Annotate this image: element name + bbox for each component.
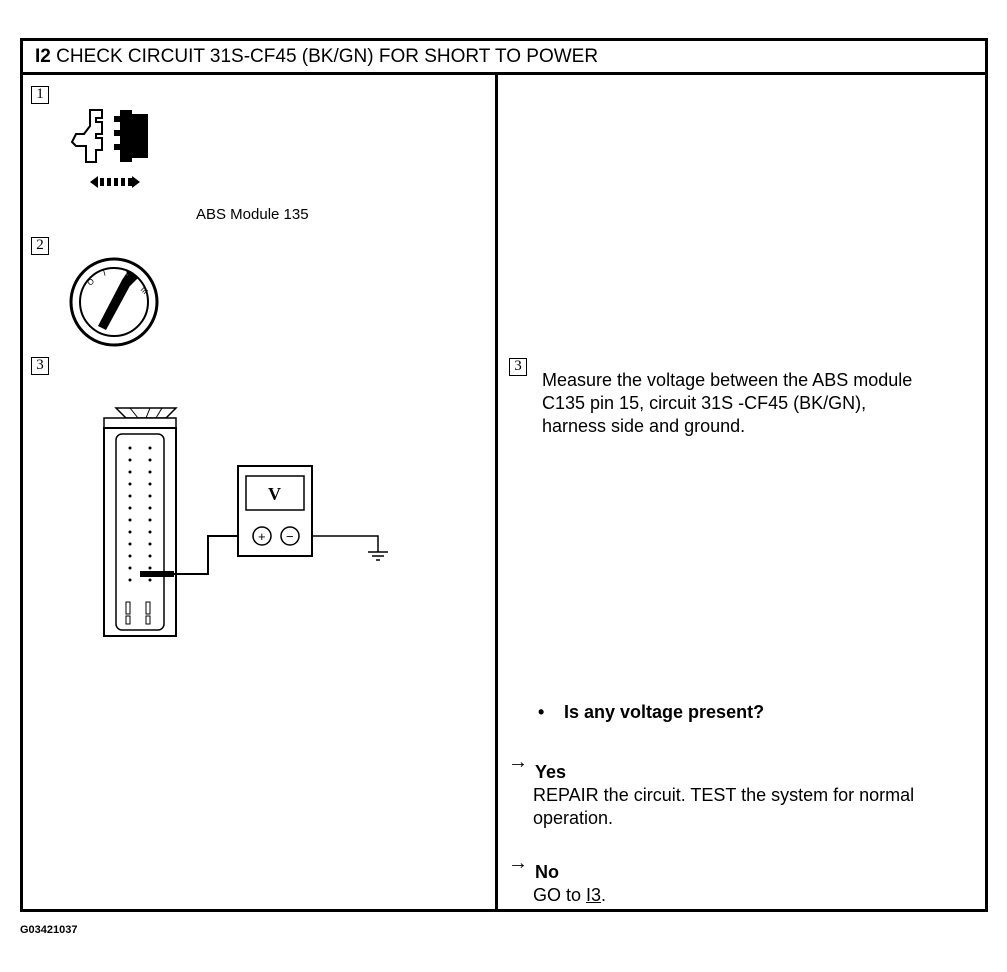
column-divider xyxy=(495,72,498,909)
no-instruction: GO to I3. xyxy=(533,885,606,906)
yes-line-1: REPAIR the circuit. TEST the system for … xyxy=(533,785,915,805)
instruction-line-2: C135 pin 15, circuit 31S -CF45 (BK/GN), xyxy=(542,393,867,413)
svg-text:O: O xyxy=(86,277,97,288)
question-text: Is any voltage present? xyxy=(564,702,765,722)
instruction-line-3: harness side and ground. xyxy=(542,416,746,436)
svg-text:III: III xyxy=(139,285,150,296)
step-3-number: 3 xyxy=(31,357,49,375)
no-arrow-icon: → xyxy=(508,852,528,874)
meter-plus-symbol: + xyxy=(258,529,266,544)
step-header: I2 CHECK CIRCUIT 31S-CF45 (BK/GN) FOR SH… xyxy=(23,41,985,75)
bullet-icon: • xyxy=(538,702,545,722)
yes-arrow-icon: → xyxy=(508,751,528,773)
figure-id: G03421037 xyxy=(20,924,78,936)
connector-disconnect-icon xyxy=(70,109,148,188)
procedure-table: I2 CHECK CIRCUIT 31S-CF45 (BK/GN) FOR SH… xyxy=(20,38,988,912)
step-2-number: 2 xyxy=(31,237,49,255)
no-suffix: . xyxy=(601,885,607,905)
step-id: I2 xyxy=(35,46,51,67)
goto-i3-link[interactable]: I3 xyxy=(586,885,602,905)
instruction-line-1: Measure the voltage between the ABS modu… xyxy=(542,370,913,390)
yes-line-2: operation. xyxy=(533,808,614,828)
meter-label: V xyxy=(268,484,281,504)
instruction-step-number: 3 xyxy=(509,358,527,376)
no-label: No xyxy=(535,862,559,882)
ignition-key-icon: O I II III xyxy=(69,257,159,347)
step-1-caption: ABS Module 135 xyxy=(196,206,309,223)
voltmeter-connector-diagram: V + − xyxy=(103,407,388,637)
step-1-number: 1 xyxy=(31,86,49,104)
no-prefix: GO to xyxy=(533,885,587,905)
step-title: CHECK CIRCUIT 31S-CF45 (BK/GN) FOR SHORT… xyxy=(56,46,599,67)
yes-label: Yes xyxy=(535,762,567,782)
svg-text:I: I xyxy=(102,269,106,278)
meter-minus-symbol: − xyxy=(286,529,294,544)
